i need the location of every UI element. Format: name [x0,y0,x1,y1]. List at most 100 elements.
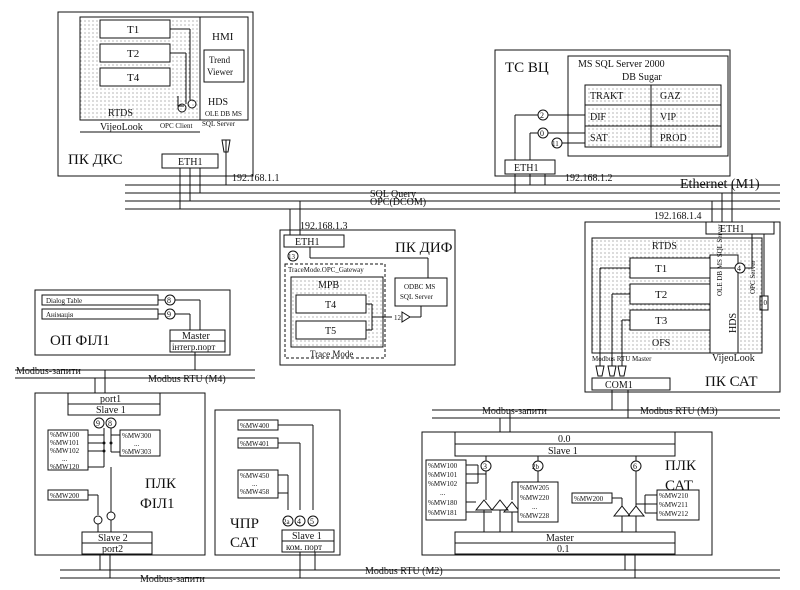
plc-sat-reg: %MW102 [428,480,458,488]
dif-badge-12: 12 [394,314,402,322]
plc-sat-reg: ... [440,489,446,497]
sat-hds: HDS [728,313,739,333]
fil1-reg: %MW300 [122,432,152,440]
tcvc-db: DB Sugar [622,72,662,83]
op-badge-9: 9 [167,310,171,319]
plc-sat-addr-bottom: 0.1 [557,544,570,555]
plc-sat-mw200: %MW200 [574,495,604,503]
plc-sat-badge-3: 3 [483,462,487,471]
op-row-dialog: Dialog Table [46,297,82,305]
fil1-title-2: ФІЛ1 [140,496,175,512]
dks-hds-label: HDS [208,97,228,108]
plc-sat-badge-2b: 2b [532,463,540,471]
m2-left-label: Modbus-запити [140,574,205,585]
sat-ofs: OFS [652,338,670,349]
sat-tag-t1: T1 [655,263,667,275]
op-master: Master [182,331,210,342]
op-badge-8: 8 [167,296,171,305]
dif-t5: T5 [325,326,336,337]
dks-title: ПК ДКС [68,152,122,168]
plc-sat-reg: %MW212 [659,510,689,518]
chpr-reg: %MW401 [240,440,270,448]
dif-badge-13: 13 [288,253,296,261]
tcvc-trakt: TRAKT [590,91,623,102]
fil1-reg: ... [134,440,140,448]
fil1-reg: %MW101 [50,439,80,447]
tcvc-title: ТС ВЦ [505,60,549,76]
chpr-reg: %MW400 [240,422,270,430]
sat-oledb: OLE DB MS SQL Server [716,224,724,296]
tcvc-sat: SAT [590,133,608,144]
sat-title: ПК САТ [705,374,758,390]
sat-ip: 192.168.1.4 [654,211,702,222]
m3-label: Modbus RTU (M3) [640,406,718,417]
fil1-reg: %MW120 [50,463,80,471]
fil1-reg: ... [62,455,68,463]
plc-sat-reg: %MW220 [520,494,550,502]
fil1-reg: %MW102 [50,447,80,455]
sat-plc-slave1: Slave 1 [548,446,578,457]
fil1-badge-9: 9 [96,419,100,428]
plk-fil1-node: port1 Slave 1 9 8 %MW100 %MW101 %MW102 .… [34,392,206,578]
dif-eth: ETH1 [295,237,319,248]
chpr-reg: %MW458 [240,488,270,496]
dks-rtds-label: RTDS [108,108,133,119]
tcvc-dif: DIF [590,112,607,123]
dks-hmi-label: HMI [212,31,234,43]
plc-sat-reg: %MW180 [428,499,458,507]
dks-ip: 192.168.1.1 [232,173,280,184]
sat-eth: ETH1 [720,224,744,235]
plc-sat-reg: %MW210 [659,492,689,500]
fil1-port2: port2 [102,544,123,555]
dks-eth-label: ETH1 [178,157,202,168]
tcvc-server: MS SQL Server 2000 [578,59,665,70]
chpr-reg: ... [252,480,258,488]
pk-dks-node: T1 T2 T4 RTDS HMI Trend Viewer HDS OLE D… [57,11,280,209]
dif-mpb: MPB [318,280,339,291]
dks-vijeolook-label: VijeoLook [100,122,143,133]
ethernet-label: Ethernet (M1) [680,177,760,192]
op-title: ОП ФІЛ1 [50,333,110,349]
sat-rtds: RTDS [652,241,677,252]
op-port: інтегр.порт [172,342,215,352]
plc-sat-reg: %MW211 [659,501,688,509]
plc-sat-title-1: ПЛК [665,458,697,474]
fil1-reg: %MW303 [122,448,152,456]
dif-t4: T4 [325,300,336,311]
dif-gateway: TraceMode.OPC_Gateway [288,266,364,274]
dks-opc-client-label: OPC Client [160,122,193,130]
dks-trend-line1: Trend [209,55,231,65]
sat-opc-server: OPC Server [749,260,757,294]
tcvc-badge-0: 0 [540,129,544,138]
chpr-port: ком. порт [286,542,322,552]
op-row-anim: Анімація [46,311,74,319]
chpr-reg: %MW450 [240,472,270,480]
plc-sat-reg: %MW181 [428,509,458,517]
chpr-badge-2a: 2a [283,518,291,526]
plc-sat-badge-6: 6 [633,462,637,471]
chpr-sat-node: %MW400 %MW401 %MW450 ... %MW458 2a 4 5 Ч… [214,409,341,578]
dks-oledb-line2: SQL Server [202,120,236,128]
dks-tag-t4: T4 [127,72,140,84]
tc-vc-node: ТС ВЦ MS SQL Server 2000 DB Sugar TRAKT … [494,49,731,193]
plc-sat-master: Master [546,533,574,544]
sat-tag-t3: T3 [655,315,668,327]
fil1-reg: %MW100 [50,431,80,439]
sat-tag-t2: T2 [655,289,667,301]
sql-query-label: SQL Query [370,189,416,200]
fil1-mw200: %MW200 [50,492,80,500]
op-fil1-node: Dialog Table Анімація 8 9 ОП ФІЛ1 Master… [34,289,231,370]
dif-odbc-line1: ODBC MS [404,283,435,291]
chpr-badge-4: 4 [297,517,301,526]
fil1-slave2: Slave 2 [98,533,128,544]
tcvc-vip: VIP [660,112,677,123]
modbus-m2-bus: Modbus-запити Modbus RTU (M2) [60,566,780,585]
sat-plc-addr-top: 0.0 [558,434,571,445]
m2-label: Modbus RTU (M2) [365,566,443,577]
dks-tag-t1: T1 [127,24,139,36]
plc-sat-regs-right: %MW210 %MW211 %MW212 [656,489,700,521]
tcvc-badge-2: 2 [540,111,544,120]
opc-dcom-label: OPC(DCOM) [370,197,426,208]
